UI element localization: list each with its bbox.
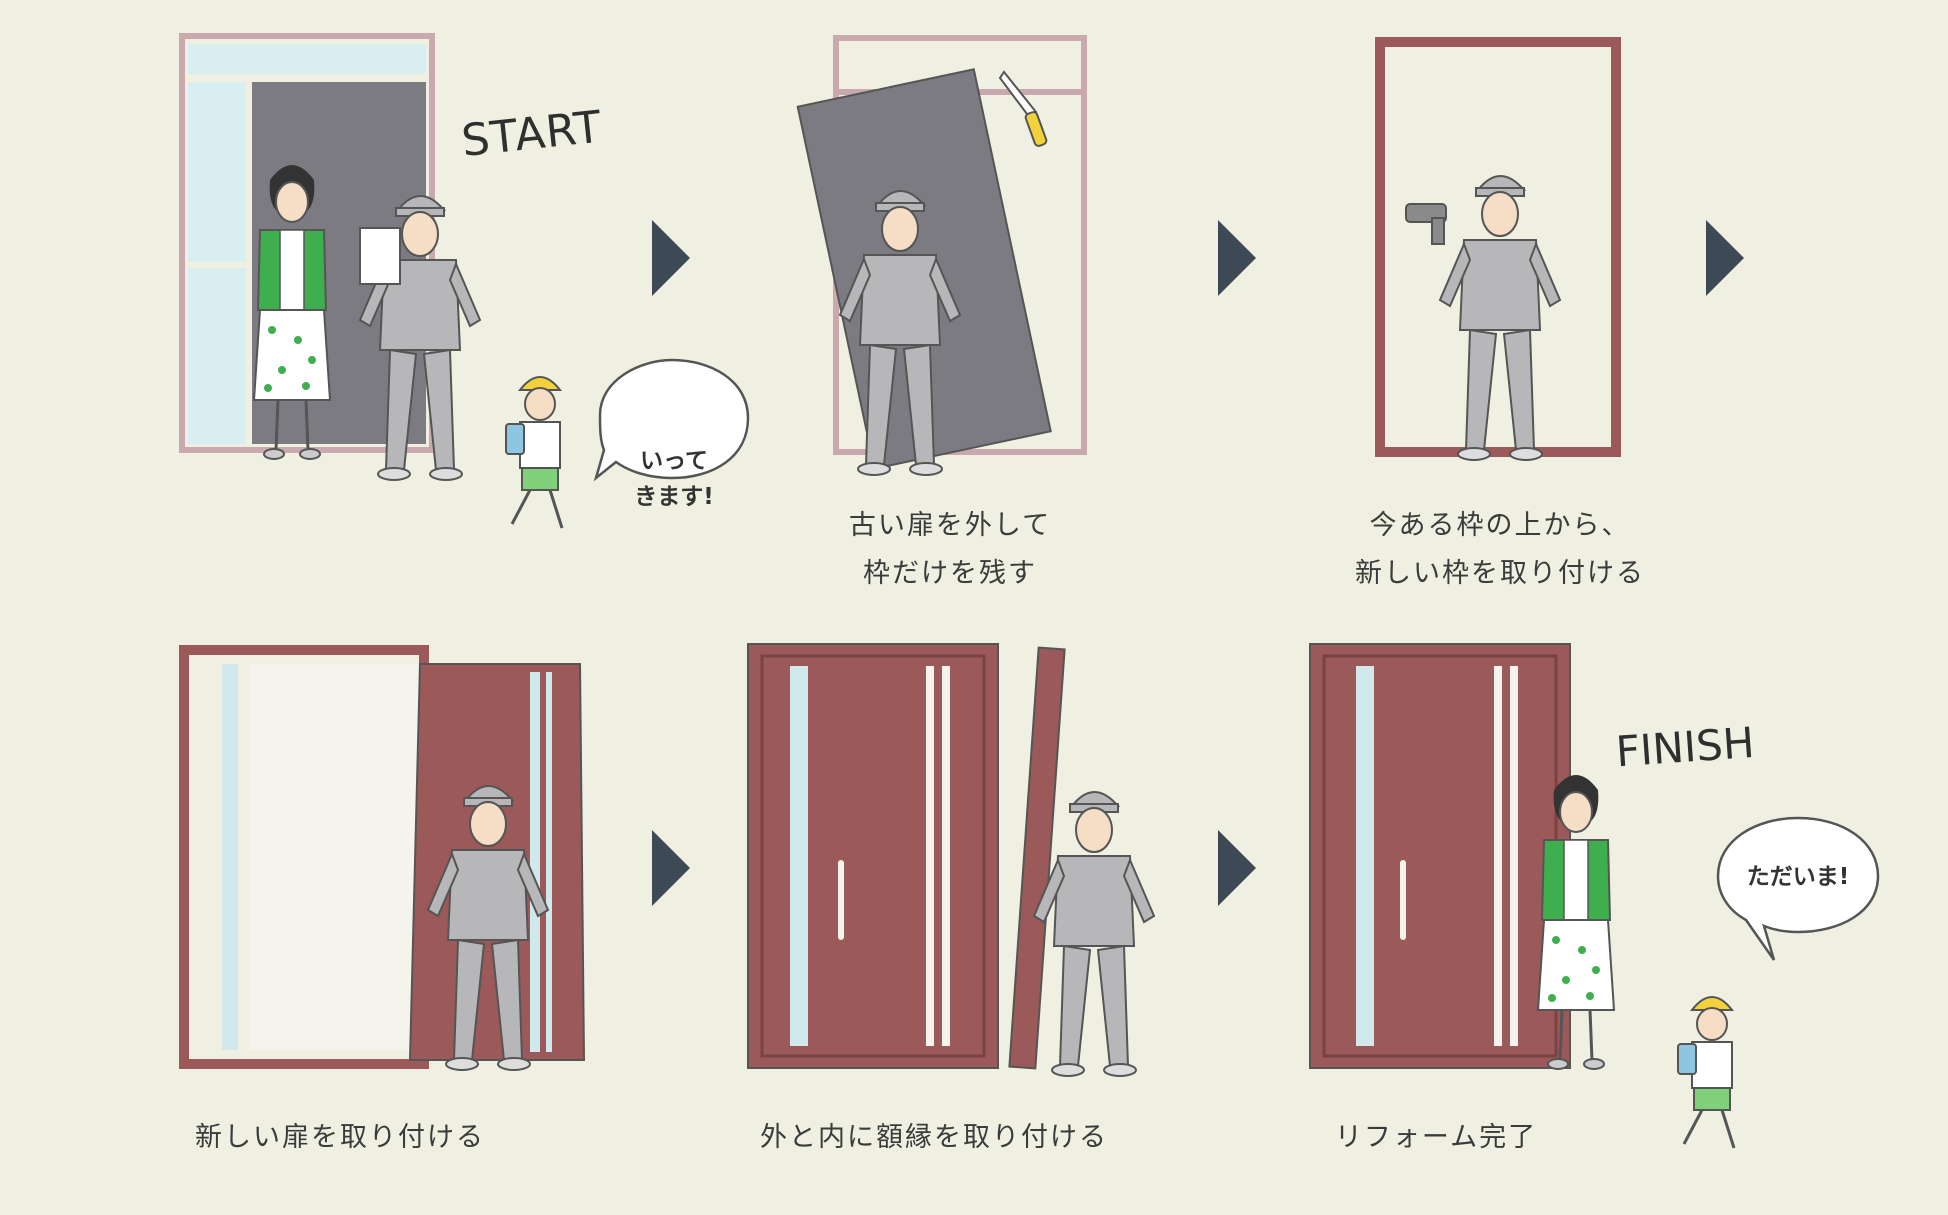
step-4-caption: 新しい扉を取り付ける (195, 1122, 485, 1153)
worker-figure (1439, 175, 1561, 461)
panel-step-3 (1375, 37, 1621, 461)
side-glass-upper (188, 82, 246, 262)
new-door-with-trim (747, 643, 999, 1069)
door-handle (838, 860, 844, 940)
saw-icon (998, 70, 1048, 147)
speech-bubble-icon (1716, 816, 1880, 961)
arrow-right-icon (652, 830, 690, 906)
new-frame (1375, 37, 1621, 457)
document-paper (359, 227, 401, 285)
start-label: START (459, 102, 604, 167)
step-6-caption: リフォーム完了 (1335, 1122, 1537, 1153)
panel-step-1 (179, 33, 750, 530)
child-leaving-figure (504, 375, 564, 530)
side-glass (222, 664, 238, 1050)
finished-door (1309, 643, 1571, 1069)
step-2-caption-line-1: 古い扉を外して (849, 510, 1051, 541)
arrow-right-icon (1706, 220, 1744, 296)
side-glass-lower (188, 268, 246, 444)
bubble-return-text: ただいま! (1747, 864, 1850, 890)
transom-glass (188, 44, 426, 74)
step-2-caption-line-2: 枠だけを残す (863, 558, 1037, 589)
panel-step-2 (796, 35, 1087, 476)
finish-label: FINISH (1614, 718, 1756, 777)
panel-step-6 (1309, 643, 1880, 1150)
arrow-right-icon (652, 220, 690, 296)
panel-step-4 (179, 645, 586, 1071)
speech-bubble-icon (593, 358, 750, 482)
door-handle (1400, 860, 1406, 940)
arrow-right-icon (1218, 830, 1256, 906)
panel-step-5 (747, 643, 1155, 1077)
trim-molding (1008, 646, 1066, 1070)
arrow-right-icon (1218, 220, 1256, 296)
step-5-caption: 外と内に額縁を取り付ける (760, 1122, 1108, 1153)
step-3-caption-line-2: 新しい枠を取り付ける (1355, 558, 1645, 589)
drill-icon (1405, 203, 1447, 245)
bubble-leave-line-1: いって (640, 448, 708, 474)
bubble-leave-line-2: きます! (634, 484, 714, 510)
child-returning-figure (1676, 995, 1736, 1150)
step-3-caption-line-1: 今ある枠の上から、 (1370, 510, 1631, 541)
